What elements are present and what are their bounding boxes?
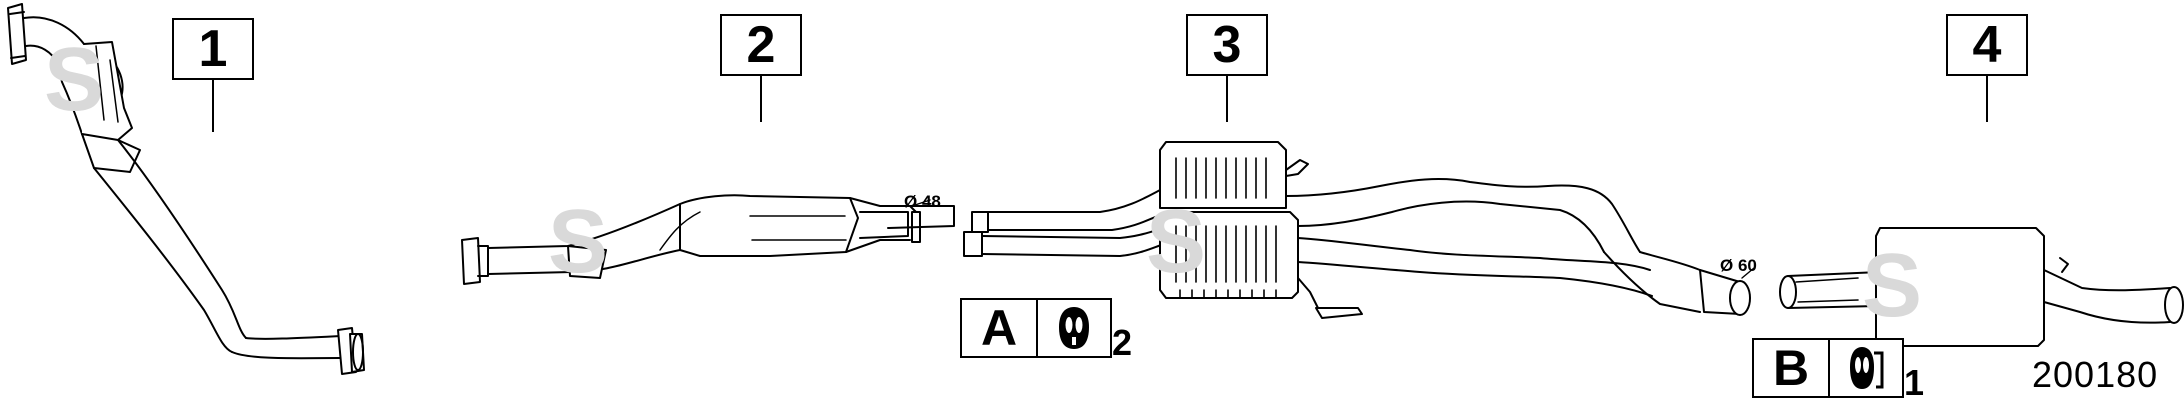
- watermark-letter: S: [1862, 236, 1922, 336]
- legend-b: B: [1752, 338, 1904, 398]
- diameter-label-48: Ø 48: [904, 192, 941, 211]
- callout-1-leader: [212, 80, 214, 132]
- callout-4: 4: [1946, 14, 2028, 76]
- legend-b-letter: B: [1754, 340, 1830, 396]
- callout-1: 1: [172, 18, 254, 80]
- legend-a: A: [960, 298, 1112, 358]
- legend-b-icon-cell: [1830, 340, 1902, 396]
- diameter-label-60: Ø 60: [1720, 256, 1757, 275]
- legend-a-icon-cell: [1038, 300, 1110, 356]
- part-3-center-silencer: [963, 141, 1751, 319]
- rubber-hanger-icon: [1850, 347, 1884, 389]
- part-4-rear-silencer: [1779, 227, 2184, 347]
- watermark: S S S S: [44, 30, 1922, 336]
- callout-2-leader: [760, 76, 762, 122]
- legend-a-letter: A: [962, 300, 1038, 356]
- rubber-hanger-icon: [1059, 307, 1089, 349]
- part-1-front-pipe: [7, 3, 365, 375]
- watermark-letter: S: [548, 192, 608, 292]
- callout-3: 3: [1186, 14, 1268, 76]
- callout-2: 2: [720, 14, 802, 76]
- watermark-letter: S: [1146, 192, 1206, 292]
- watermark-letter: S: [44, 30, 104, 130]
- legend-b-quantity: 1: [1904, 362, 1925, 403]
- document-number: 200180: [2032, 354, 2159, 395]
- callout-3-leader: [1226, 76, 1228, 122]
- legend-a-quantity: 2: [1112, 322, 1133, 363]
- part-2-catalytic-pipe: [461, 194, 955, 285]
- callout-4-leader: [1986, 76, 1988, 122]
